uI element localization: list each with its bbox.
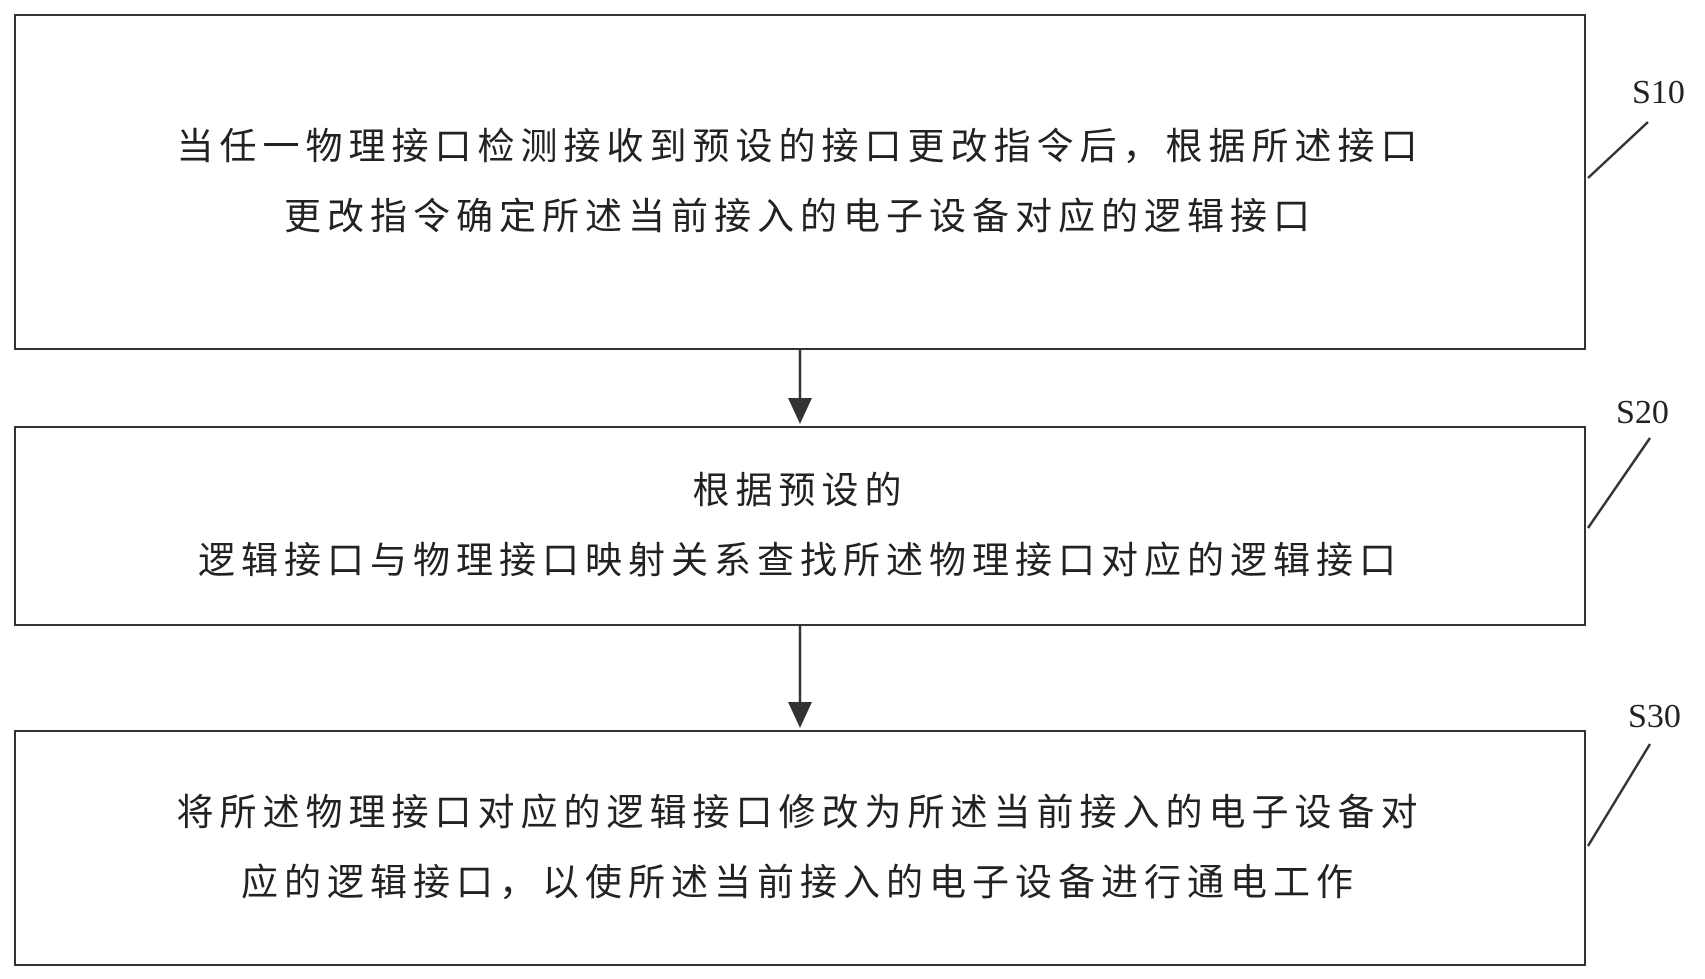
leader-line-s20 xyxy=(1586,437,1652,529)
step-label-s20: S20 xyxy=(1616,394,1669,431)
arrow-s20-to-s30-head xyxy=(788,702,812,728)
step-s20-text-line-2: 逻辑接口与物理接口映射关系查找所述物理接口对应的逻辑接口 xyxy=(198,539,1402,582)
step-label-s10: S10 xyxy=(1632,74,1685,111)
step-s30-text-line-2: 应的逻辑接口，以使所述当前接入的电子设备进行通电工作 xyxy=(241,861,1359,904)
leader-line-s10 xyxy=(1587,121,1649,179)
step-box-s20: 根据预设的 逻辑接口与物理接口映射关系查找所述物理接口对应的逻辑接口 xyxy=(14,426,1586,626)
arrow-s10-to-s20-head xyxy=(788,398,812,424)
step-box-s30: 将所述物理接口对应的逻辑接口修改为所述当前接入的电子设备对 应的逻辑接口，以使所… xyxy=(14,730,1586,966)
step-label-s30: S30 xyxy=(1628,698,1681,735)
step-s10-text-line-2: 更改指令确定所述当前接入的电子设备对应的逻辑接口 xyxy=(284,195,1316,238)
step-s30-text-line-1: 将所述物理接口对应的逻辑接口修改为所述当前接入的电子设备对 xyxy=(176,791,1424,834)
step-s10-text-line-1: 当任一物理接口检测接收到预设的接口更改指令后，根据所述接口 xyxy=(176,125,1424,168)
step-box-s10: 当任一物理接口检测接收到预设的接口更改指令后，根据所述接口 更改指令确定所述当前… xyxy=(14,14,1586,350)
leader-line-s30 xyxy=(1586,743,1652,847)
step-s20-text-line-1: 根据预设的 xyxy=(692,469,908,512)
